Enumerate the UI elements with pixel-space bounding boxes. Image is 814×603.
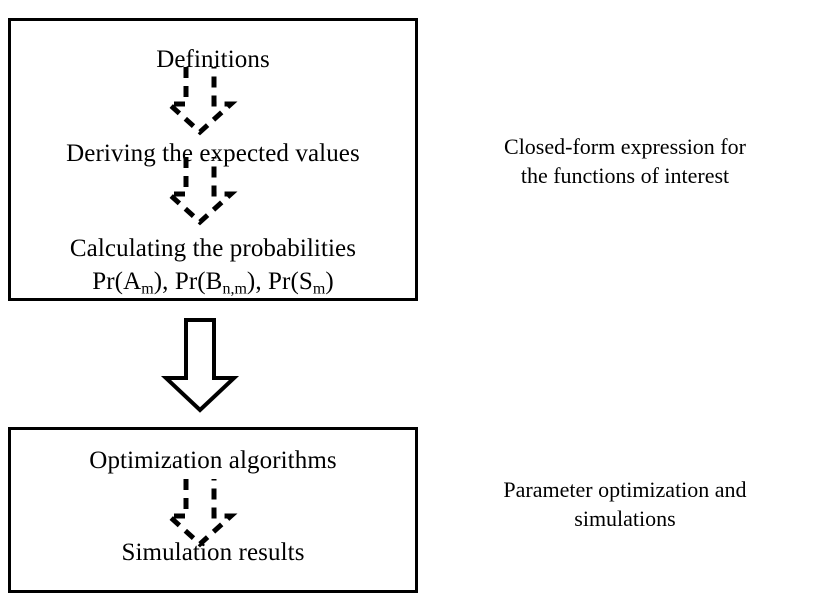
caption-parameter-opt-line2: simulations: [574, 505, 676, 531]
caption-closed-form-line2: the functions of interest: [520, 162, 730, 188]
formula-subscript-b: n,m: [222, 280, 247, 298]
formula-subscript-a: m: [141, 280, 154, 298]
formula-mid-bs: ), Pr(S: [246, 268, 313, 295]
analysis-step-deriving-expected-values: Deriving the expected values: [66, 140, 360, 167]
dashed-down-arrow-icon: [162, 479, 238, 548]
optimization-step-algorithms: Optimization algorithms: [89, 447, 337, 474]
dashed-down-arrow-icon: [162, 67, 238, 136]
dashed-down-arrow-icon: [162, 157, 238, 226]
formula-prefix-a: Pr(A: [92, 268, 142, 295]
formula-mid-ab: ), Pr(B: [153, 268, 223, 295]
optimization-step-simulation-results: Simulation results: [121, 539, 305, 566]
solid-down-arrow-icon: [160, 318, 240, 413]
formula-subscript-s: m: [312, 280, 326, 298]
analysis-step-calculating-probabilities: Calculating the probabilities: [69, 235, 357, 262]
formula-suffix: ): [325, 268, 334, 295]
analysis-box: Definitions Deriving the expected values…: [8, 18, 418, 301]
caption-parameter-opt-line1: Parameter optimization and: [503, 477, 747, 502]
caption-parameter-optimization: Parameter optimization and simulations: [440, 476, 810, 533]
caption-closed-form-line1: Closed-form expression for: [504, 134, 746, 159]
analysis-probability-formula: Pr(Am), Pr(Bn,m), Pr(Sm): [11, 268, 415, 298]
caption-closed-form-expression: Closed-form expression for the functions…: [440, 133, 810, 190]
